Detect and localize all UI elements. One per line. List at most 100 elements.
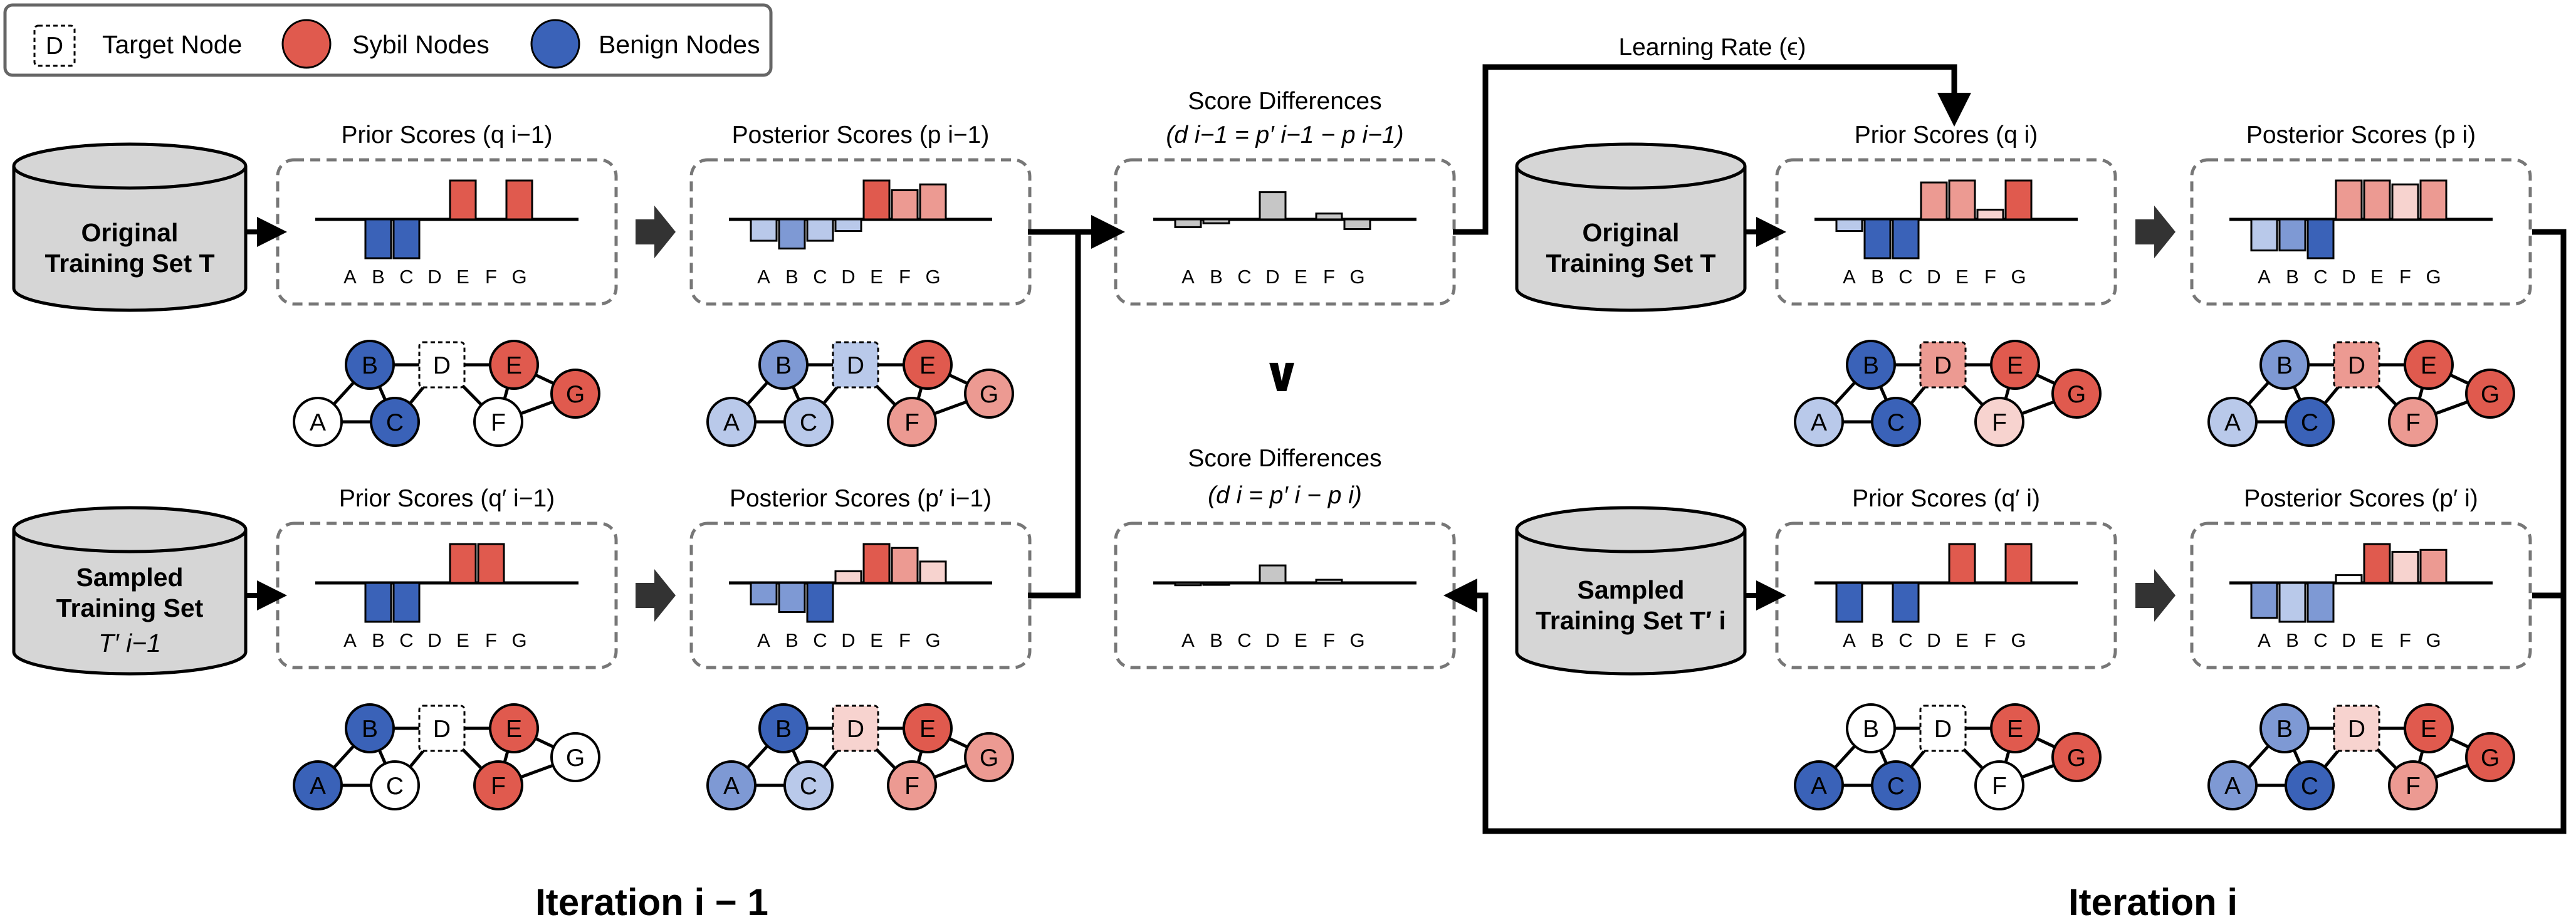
node-F [1974,760,2024,810]
node-label-G: G [2067,745,2086,772]
tick-label-C: C [399,629,413,651]
target-node [2333,341,2380,389]
node-label-G: G [2481,745,2500,772]
tick-label-G: G [511,266,526,288]
bar-E [449,543,477,584]
node-label-A: A [723,773,740,800]
bar-C [392,218,421,259]
node-label-E: E [919,352,936,379]
tick-label-F: F [1323,629,1335,651]
bar-B [364,582,392,623]
node-A [293,760,343,810]
bar-C [2306,582,2335,623]
legend-target-icon [33,24,76,67]
node-label-F: F [491,773,506,800]
block-arrow-icon [636,206,676,258]
node-G [2465,369,2515,419]
node-label-C: C [386,409,404,436]
line-sampled-posterior-out [1028,215,1125,599]
legend-benign-label: Benign Nodes [599,30,760,59]
tick-label-E: E [1956,266,1969,288]
tick-label-G: G [925,266,940,288]
tick-label-A: A [757,266,770,288]
bar-A [1835,218,1863,233]
node-G [2465,732,2515,782]
tick-label-E: E [2370,266,2384,288]
panel-frame [276,521,618,669]
bar-C [1892,218,1920,259]
tick-label-A: A [1181,266,1195,288]
node-label-B: B [362,716,378,743]
node-C [370,397,420,447]
node-C [2285,397,2335,447]
tick-label-F: F [1323,266,1335,288]
tick-label-F: F [2399,266,2411,288]
node-B [1846,703,1896,753]
bar-A [750,218,778,242]
node-label-F: F [2406,409,2421,436]
tick-label-D: D [1265,266,1279,288]
bar-G [505,179,533,221]
node-label-C: C [2301,773,2318,800]
node-F [887,397,937,447]
node-G [550,732,600,782]
target-node [832,705,879,752]
node-C [1871,397,1921,447]
bar-E [2363,543,2391,584]
bar-B [778,218,806,249]
node-label-E: E [506,352,522,379]
bar-A [750,582,778,605]
legend-sybil-icon [281,19,332,69]
node-C [2285,760,2335,810]
chart-subtitle: (d i = p′ i − p i) [1208,482,1362,509]
node-C [783,397,834,447]
bar-E [1948,179,1976,221]
target-node [2333,705,2380,752]
tick-label-E: E [870,629,883,651]
bar-B [778,582,806,613]
node-label-D: D [2348,352,2365,379]
node-label-C: C [800,773,817,800]
tick-label-F: F [1984,266,1996,288]
node-label-E: E [2421,352,2437,379]
node-B [2259,340,2310,390]
tick-label-F: F [485,266,497,288]
node-label-A: A [310,773,326,800]
node-label-F: F [1992,773,2007,800]
bar-B [1863,218,1892,259]
node-label-G: G [566,745,585,772]
chart-title: Score Differences [1188,445,1381,472]
chart-title: Posterior Scores (p i−1) [732,122,990,149]
tick-label-D: D [1927,629,1940,651]
node-E [489,340,539,390]
bar-C [392,582,421,623]
bar-E [862,179,891,221]
node-label-C: C [800,409,817,436]
tick-label-B: B [1871,629,1884,651]
panel-frame [1775,158,2117,306]
node-label-A: A [310,409,326,436]
node-label-C: C [2301,409,2318,436]
database-sampled-cur: Sampled Training Set T′ i [1515,506,1747,676]
node-E [1990,340,2040,390]
tick-label-D: D [1927,266,1940,288]
tick-label-G: G [2011,629,2026,651]
bar-B [2278,582,2306,623]
node-A [706,397,757,447]
bar-F [477,543,505,584]
bar-B [1202,582,1230,586]
line-learning-rate [1453,64,1971,235]
tick-label-C: C [2313,266,2327,288]
tick-label-F: F [485,629,497,651]
tick-label-G: G [2011,266,2026,288]
tick-label-D: D [2342,629,2355,651]
bar-F [1315,212,1343,221]
